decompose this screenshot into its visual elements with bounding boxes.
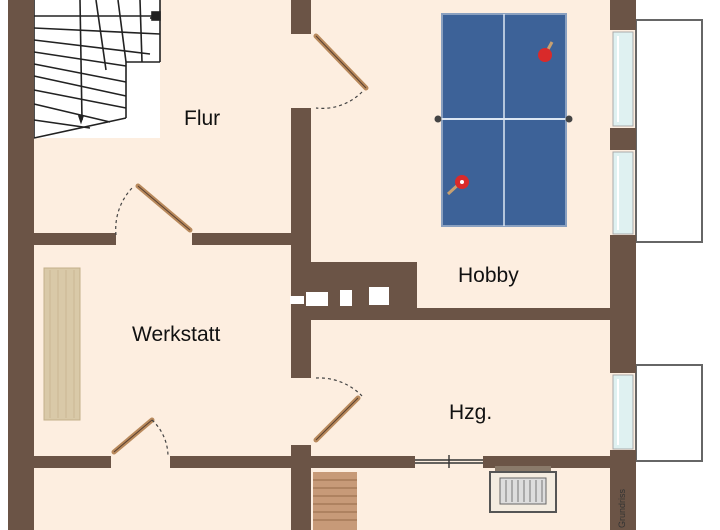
- door-icon: [111, 33, 369, 457]
- walls: [8, 0, 636, 530]
- room-label-hzg: Hzg.: [449, 401, 492, 424]
- workbench-icon: [43, 267, 81, 421]
- room-label-flur: Flur: [184, 107, 220, 130]
- room-label-hobby: Hobby: [458, 264, 519, 287]
- room-label-werkstatt: Werkstatt: [132, 323, 220, 346]
- ping-pong-table-icon: [434, 13, 573, 227]
- staircase-icon: [33, 0, 161, 139]
- side-caption: Grundriss: [617, 488, 627, 528]
- ping-pong-paddle-icon: [446, 41, 554, 196]
- shelf-icon: [313, 472, 357, 530]
- balcony-frames: [635, 19, 703, 462]
- wall-niches: [290, 287, 389, 306]
- boiler-icon: [489, 466, 557, 513]
- sliding-door: [415, 455, 483, 468]
